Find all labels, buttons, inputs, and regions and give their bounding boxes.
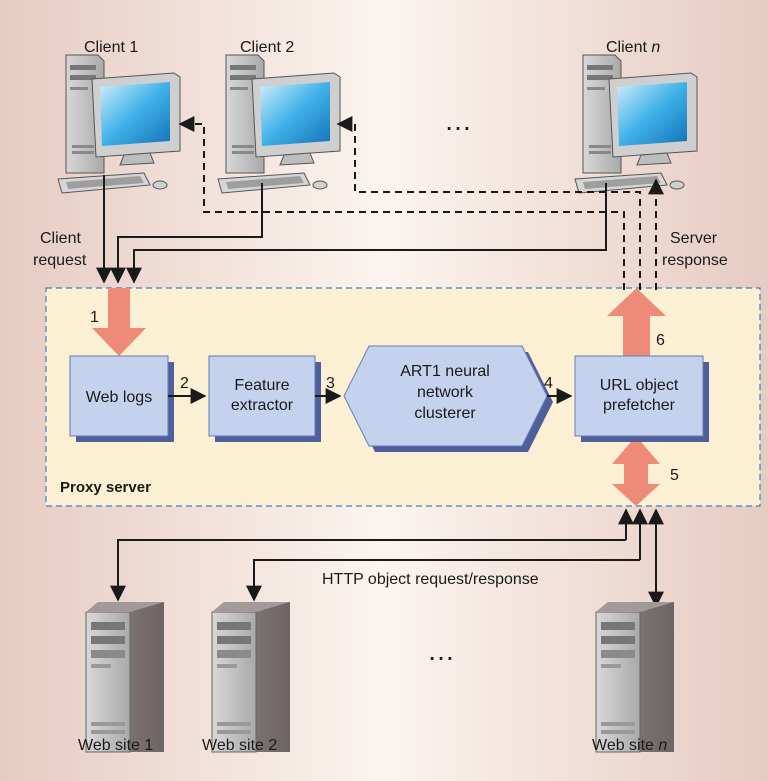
arrow-step-6	[607, 288, 666, 356]
step-6-label: 6	[656, 332, 665, 349]
arrow-step-5	[612, 436, 660, 506]
client-request-label-2: request	[33, 252, 87, 269]
proxy-server-label: Proxy server	[60, 479, 151, 496]
art1-label-3: clusterer	[414, 405, 476, 422]
server-response-label-2: response	[662, 252, 728, 269]
feature-extractor-label-1: Feature	[234, 377, 289, 394]
server-response-lines	[178, 116, 664, 290]
website-ellipsis: …	[427, 635, 455, 666]
step-2-label: 2	[180, 375, 189, 392]
feature-extractor-label-2: extractor	[231, 397, 294, 414]
url-prefetcher-box: URL object prefetcher	[574, 355, 709, 442]
web-site-1-icon	[85, 601, 165, 753]
feature-extractor-box: Feature extractor	[208, 355, 321, 442]
step-3-label: 3	[326, 375, 335, 392]
http-label: HTTP object request/response	[322, 571, 539, 588]
art1-label-2: network	[417, 384, 474, 401]
http-lines	[110, 508, 664, 608]
web-site-n-label: Web site n	[592, 737, 667, 754]
server-response-label-1: Server	[670, 230, 718, 247]
step-4-label: 4	[544, 375, 553, 392]
client-request-lines	[96, 175, 607, 284]
client-ellipsis: …	[444, 105, 472, 136]
web-logs-label: Web logs	[86, 389, 152, 406]
art1-clusterer-box: ART1 neural network clusterer	[343, 345, 553, 452]
client-1-label: Client 1	[84, 39, 138, 56]
web-site-1-label: Web site 1	[78, 737, 153, 754]
art1-label-1: ART1 neural	[400, 363, 490, 380]
step-5-label: 5	[670, 467, 679, 484]
client-request-label-1: Client	[40, 230, 81, 247]
client-n-label: Client n	[606, 39, 660, 56]
prefetcher-label-2: prefetcher	[603, 397, 676, 414]
client-2-label: Client 2	[240, 39, 294, 56]
web-site-2-icon	[211, 601, 291, 753]
web-logs-box: Web logs	[69, 355, 174, 442]
web-site-n-icon	[595, 601, 675, 753]
web-site-2-label: Web site 2	[202, 737, 277, 754]
prefetcher-label-1: URL object	[600, 377, 679, 394]
arrow-step-1	[92, 288, 146, 356]
step-1-label: 1	[90, 309, 99, 326]
